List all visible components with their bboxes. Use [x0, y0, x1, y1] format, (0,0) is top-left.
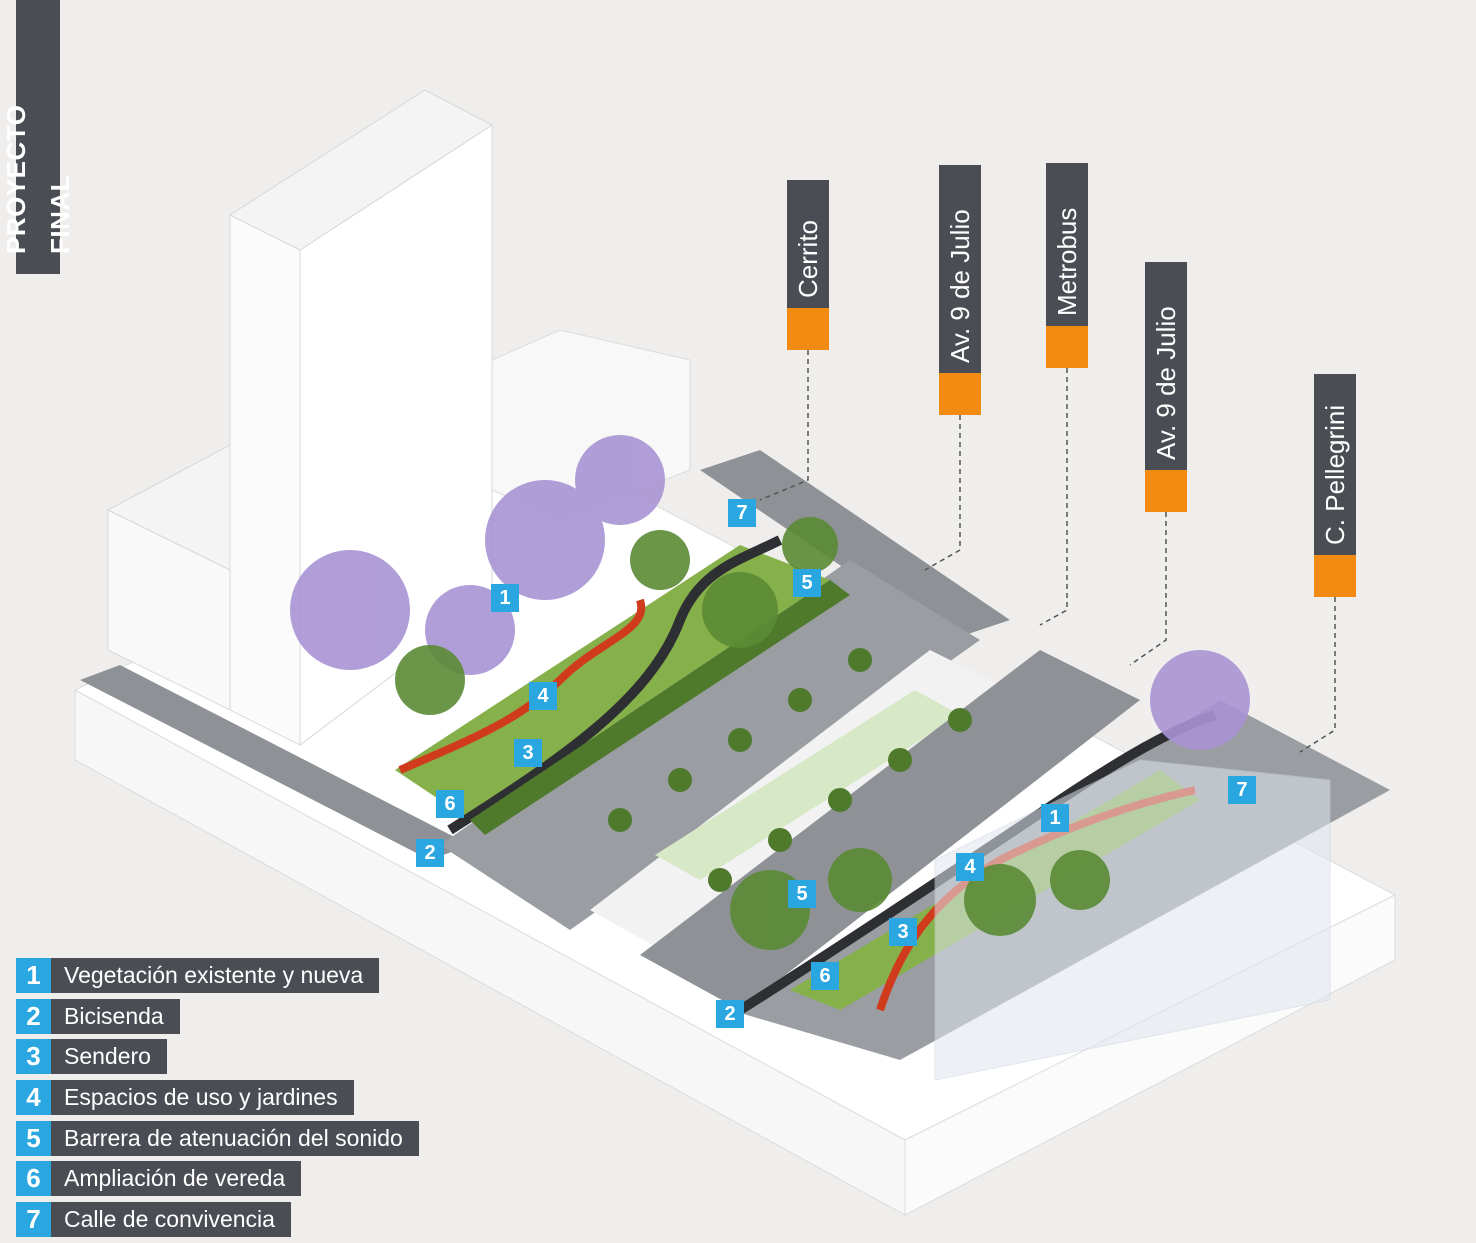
- scene-marker-2-south: 2: [716, 1000, 744, 1028]
- scene-marker-3-north: 3: [514, 739, 542, 767]
- legend-label: Bicisenda: [51, 998, 180, 1034]
- legend-label: Sendero: [51, 1039, 167, 1075]
- legend-number: 1: [16, 958, 51, 993]
- legend-number: 4: [16, 1080, 51, 1116]
- street-tag-orange-block: [1145, 470, 1187, 512]
- legend-label: Vegetación existente y nueva: [51, 958, 380, 993]
- road-center-lanes: [440, 560, 980, 930]
- scene-marker-5-south: 5: [788, 880, 816, 908]
- scene-marker-5-north: 5: [793, 569, 821, 597]
- legend-number: 6: [16, 1161, 51, 1197]
- street-tag-av-9-de-julio-north: Av. 9 de Julio: [939, 165, 981, 415]
- north-walk-path: [447, 535, 783, 835]
- legend-number: 7: [16, 1202, 51, 1238]
- street-tag-label: Av. 9 de Julio: [939, 165, 981, 373]
- legend-item: 7 Calle de convivencia: [16, 1202, 419, 1238]
- jacaranda-trees: [290, 435, 1250, 750]
- street-tag-orange-block: [787, 308, 829, 350]
- green-trees: [395, 517, 1110, 950]
- street-tag-label: Cerrito: [787, 180, 829, 308]
- legend-item: 5 Barrera de atenuación del sonido: [16, 1120, 419, 1156]
- legend-label: Barrera de atenuación del sonido: [51, 1120, 419, 1156]
- legend-label: Espacios de uso y jardines: [51, 1080, 354, 1116]
- scene-marker-4-south: 4: [956, 853, 984, 881]
- north-bike-path: [398, 598, 646, 774]
- road-cerrito-side: [80, 665, 470, 860]
- legend-number: 3: [16, 1039, 51, 1075]
- street-tag-metrobus: Metrobus: [1046, 163, 1088, 368]
- legend-item: 1 Vegetación existente y nueva: [16, 958, 419, 993]
- tall-building-roof: [228, 89, 493, 251]
- scene-marker-3-south: 3: [889, 918, 917, 946]
- scene-marker-7-north: 7: [728, 499, 756, 527]
- street-tag-orange-block: [1314, 555, 1356, 597]
- street-tag-label: Av. 9 de Julio: [1145, 262, 1187, 470]
- leader-lines: [759, 350, 1336, 753]
- scene-marker-6-south: 6: [811, 962, 839, 990]
- scene-marker-2-north: 2: [416, 839, 444, 867]
- road-av-9-de-julio-north: [700, 450, 1010, 640]
- median-tree-row: [608, 648, 972, 892]
- legend-item: 3 Sendero: [16, 1039, 419, 1075]
- scene-marker-7-south: 7: [1228, 776, 1256, 804]
- legend-number: 2: [16, 998, 51, 1034]
- scene-marker-4-north: 4: [529, 682, 557, 710]
- south-glass-volumes: [934, 759, 1331, 1081]
- street-tag-label: C. Pellegrini: [1314, 374, 1356, 555]
- scene-marker-1-south: 1: [1041, 804, 1069, 832]
- street-tag-av-9-de-julio-south: Av. 9 de Julio: [1145, 262, 1187, 512]
- street-tag-orange-block: [939, 373, 981, 415]
- metrobus-green-lane: [655, 690, 960, 880]
- tall-building-front: [229, 214, 301, 746]
- page-title: PROYECTO FINAL: [1, 0, 75, 274]
- scene-marker-1-north: 1: [491, 584, 519, 612]
- street-tag-c-pellegrini: C. Pellegrini: [1314, 374, 1356, 597]
- street-tag-orange-block: [1046, 326, 1088, 368]
- scene-marker-6-north: 6: [436, 790, 464, 818]
- legend-label: Calle de convivencia: [51, 1202, 291, 1238]
- legend-item: 4 Espacios de uso y jardines: [16, 1080, 419, 1116]
- legend-item: 6 Ampliación de vereda: [16, 1161, 419, 1197]
- legend-number: 5: [16, 1120, 51, 1156]
- street-tag-cerrito: Cerrito: [787, 180, 829, 350]
- street-tag-label: Metrobus: [1046, 163, 1088, 326]
- low-building-roof: [106, 444, 231, 571]
- legend-label: Ampliación de vereda: [51, 1161, 302, 1197]
- legend: 1 Vegetación existente y nueva 2 Bicisen…: [16, 958, 419, 1243]
- legend-item: 2 Bicisenda: [16, 998, 419, 1034]
